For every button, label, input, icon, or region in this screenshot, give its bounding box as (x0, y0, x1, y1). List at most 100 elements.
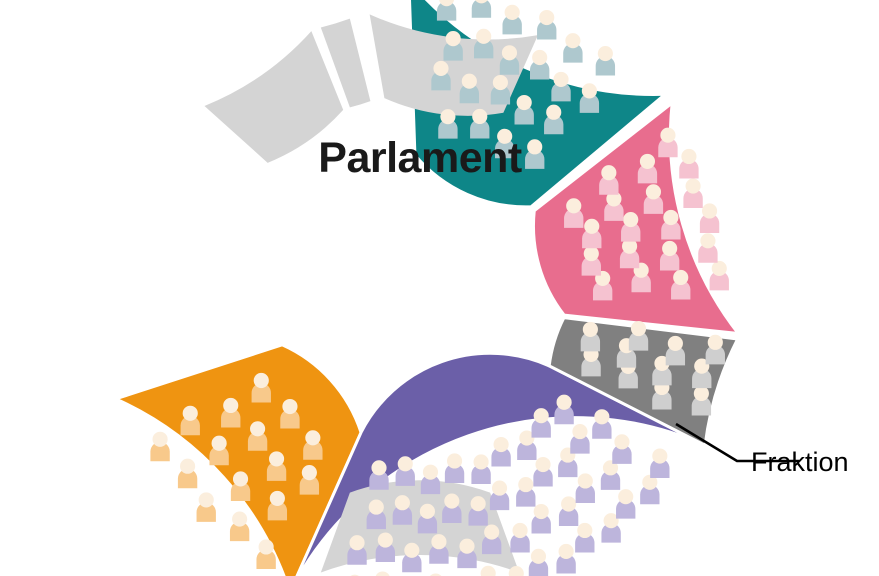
seat-head (269, 490, 285, 506)
seat-icon-1-2-1 (221, 397, 241, 428)
seat-head (440, 109, 456, 125)
seat-head (419, 503, 435, 519)
seat-body (563, 43, 583, 63)
seat-body (230, 481, 251, 501)
seat-body (652, 366, 672, 386)
seat-icon-2-2-2 (392, 495, 413, 525)
seat-icon-2-3-5 (457, 538, 477, 569)
seat-body (468, 506, 488, 526)
seat-body (347, 545, 367, 565)
seat-body (369, 470, 389, 490)
seat-icon-1-2-4 (299, 465, 320, 495)
seat-icon-3-4-2 (692, 358, 712, 389)
seat-head (430, 573, 442, 576)
seat-icon-2-4-4 (430, 573, 442, 576)
seat-body (537, 20, 557, 40)
seat-icon-2-1-4 (444, 453, 465, 483)
seat-icon-2-4-7 (508, 566, 524, 576)
seat-body (221, 408, 241, 428)
seat-icon-5-4-5 (471, 0, 492, 18)
seat-body (679, 159, 699, 179)
seat-head (404, 542, 420, 558)
seat-icon-2-4-12 (616, 489, 636, 519)
seat-head (681, 148, 697, 165)
seat-head (701, 203, 718, 219)
seat-icon-4-4-1 (709, 260, 729, 291)
seat-body (619, 248, 640, 269)
seat-body (558, 506, 579, 526)
seat-body (489, 490, 510, 511)
seat-icon-5-3-6 (443, 31, 463, 61)
seat-icon-4-2-3 (621, 212, 641, 242)
seat-body (525, 149, 545, 169)
seat-head (645, 184, 661, 200)
seat-body (599, 175, 619, 195)
seat-icon-2-1-7 (517, 430, 537, 461)
seat-body (471, 464, 491, 484)
seat-body (266, 461, 287, 481)
seat-head (492, 74, 508, 91)
seat-icon-2-2-8 (533, 456, 553, 487)
seat-head (558, 543, 574, 560)
seat-icon-3-1-2 (580, 321, 601, 352)
seat-head (232, 511, 248, 527)
seat-icon-2-3-12 (612, 434, 632, 464)
seat-icon-1-1-1 (251, 372, 271, 403)
seat-body (470, 119, 490, 139)
seat-head (282, 398, 298, 415)
seat-body (570, 434, 590, 454)
seat-head (618, 489, 634, 505)
seat-body (420, 474, 441, 495)
seat-body (643, 194, 664, 214)
faction-wedge-1[interactable] (111, 343, 363, 576)
seat-icon-2-3-7 (510, 522, 530, 553)
seat-icon-1-1-3 (303, 430, 323, 460)
seat-body (457, 548, 477, 569)
seat-head (268, 451, 285, 467)
seat-head (662, 240, 678, 257)
seat-icon-2-2-3 (417, 503, 438, 534)
seat-icon-2-3-4 (429, 534, 449, 564)
seat-icon-2-2-5 (468, 496, 488, 526)
seat-icon-4-4-3 (699, 203, 720, 233)
seat-icon-2-3-2 (375, 532, 396, 563)
seat-icon-4-2-2 (619, 238, 640, 269)
seat-body (628, 331, 649, 351)
seat-head (476, 28, 492, 44)
seat-icon-4-3-2 (659, 240, 680, 271)
seat-head (565, 33, 581, 49)
seat-icon-1-2-3 (266, 451, 287, 481)
seat-body (698, 243, 718, 263)
seat-icon-2-2-10 (570, 424, 590, 454)
seat-body (554, 404, 574, 425)
seat-body (442, 503, 462, 524)
seat-body (209, 445, 229, 466)
seat-body (516, 487, 536, 507)
seat-body (247, 431, 268, 451)
seat-head (250, 421, 266, 437)
seat-head (516, 94, 532, 111)
seat-body (436, 1, 457, 21)
seat-head (431, 534, 447, 550)
seat-head (445, 31, 461, 47)
seat-icon-5-4-6 (436, 0, 457, 21)
seat-body (251, 383, 271, 403)
seat-icon-4-4-2 (698, 233, 718, 263)
seat-body (705, 344, 725, 365)
seat-body (366, 509, 386, 530)
seat-body (528, 558, 549, 576)
seat-head (685, 178, 701, 194)
seat-head (663, 209, 679, 226)
seat-body (575, 533, 595, 553)
seat-head (377, 532, 393, 548)
seat-head (459, 538, 475, 554)
seat-body (581, 357, 601, 377)
faction-wedge-2[interactable] (290, 351, 706, 576)
seat-icon-4-3-3 (661, 209, 681, 240)
seat-body (395, 466, 415, 486)
seat-body (438, 119, 458, 139)
seat-head (711, 260, 727, 276)
seat-body (579, 93, 600, 113)
seat-body (267, 501, 288, 521)
seat-head (232, 471, 249, 487)
